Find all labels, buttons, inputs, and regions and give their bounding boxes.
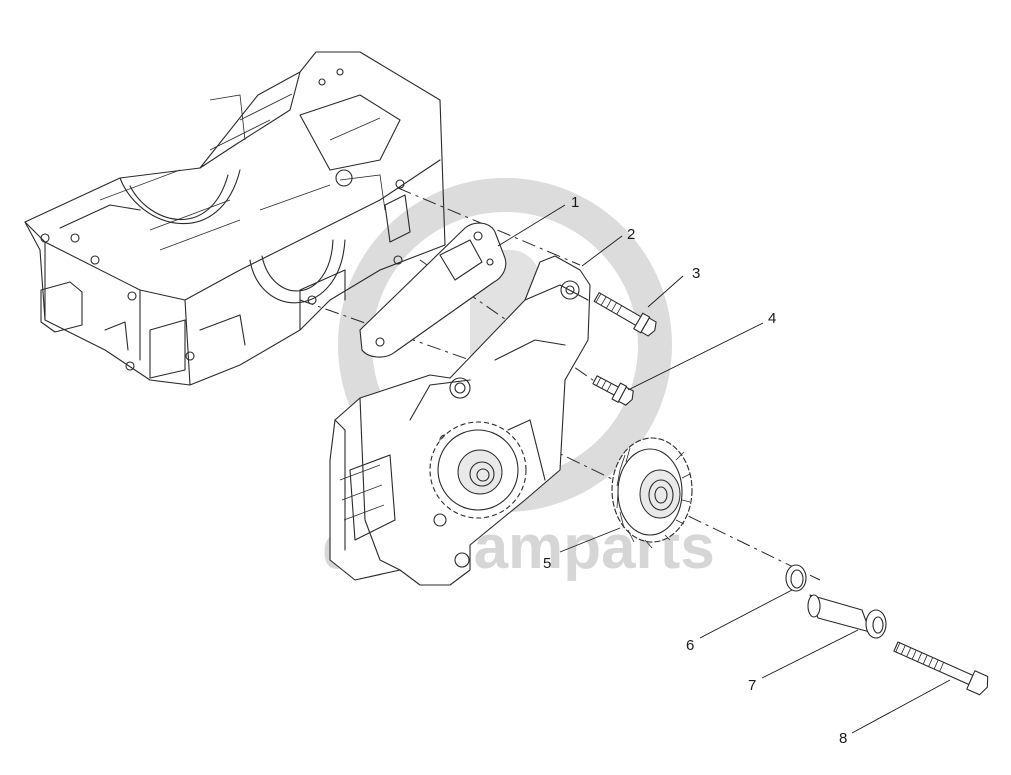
part-label-1: 1 xyxy=(571,194,579,211)
part-label-3: 3 xyxy=(692,265,700,282)
part-label-2: 2 xyxy=(627,226,635,243)
part-label-7: 7 xyxy=(748,677,756,694)
oil-pump-housing xyxy=(329,255,591,586)
leader-7 xyxy=(761,629,859,679)
part-label-5: 5 xyxy=(543,555,551,572)
part-labels: 1 2 3 4 5 6 7 8 xyxy=(543,194,847,747)
bolt-3 xyxy=(593,292,657,337)
leader-6 xyxy=(699,589,793,639)
part-label-4: 4 xyxy=(768,310,776,327)
o-ring-6 xyxy=(785,564,807,592)
leader-lines xyxy=(497,204,951,734)
part-label-6: 6 xyxy=(686,637,694,654)
sleeve-7 xyxy=(807,594,887,639)
leader-1 xyxy=(497,204,566,247)
leader-3 xyxy=(647,275,684,308)
part-label-8: 8 xyxy=(839,730,847,747)
engine-block xyxy=(24,51,446,386)
leader-2 xyxy=(581,235,623,267)
gear-5 xyxy=(611,437,693,549)
bolt-4 xyxy=(592,375,634,406)
bolt-8 xyxy=(893,641,989,696)
leader-8 xyxy=(851,679,951,734)
installed-gear xyxy=(429,421,527,519)
leader-5 xyxy=(559,527,621,553)
leader-4 xyxy=(627,322,764,391)
gasket xyxy=(359,222,507,358)
